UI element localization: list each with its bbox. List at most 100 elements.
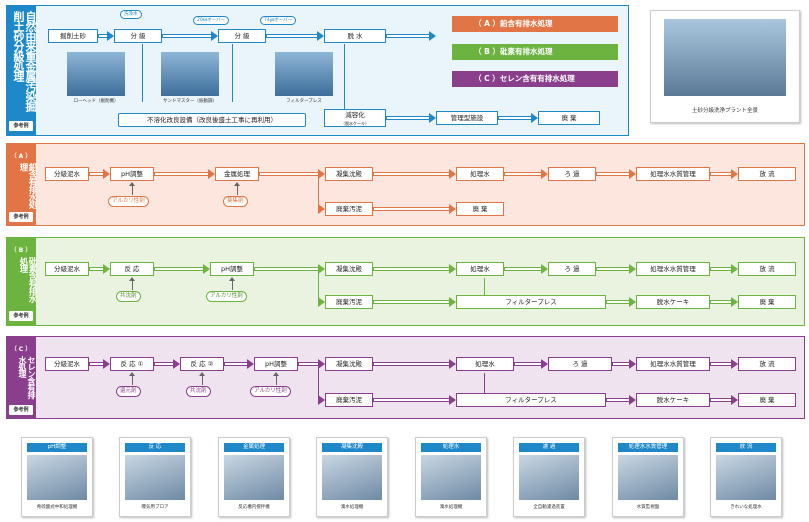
flow-arrow bbox=[710, 395, 738, 405]
flow-arrow bbox=[266, 31, 324, 41]
lead-sidebar: （ A ） 鉛含有排水処理 参考例 bbox=[6, 143, 37, 226]
dose-arrow bbox=[229, 277, 235, 290]
flow-arrow bbox=[504, 264, 548, 274]
b-filterpress-box: フィルタープレス bbox=[456, 295, 606, 309]
a-quality-box: 処理水水質管理 bbox=[636, 167, 710, 181]
c-quality-box: 処理水水質管理 bbox=[636, 357, 710, 371]
filterpress-photo bbox=[275, 52, 333, 96]
tag-a: （ A ）鉛含有排水処理 bbox=[452, 16, 618, 32]
a-sludge-box: 廃棄汚泥 bbox=[325, 202, 373, 216]
c-treated-box: 処理水 bbox=[456, 357, 514, 371]
a-ph-box: pH調整 bbox=[110, 167, 154, 181]
flow-arrow bbox=[710, 359, 738, 369]
equipment-photo bbox=[322, 455, 382, 500]
c-disposal-box: 廃 棄 bbox=[738, 393, 796, 407]
over74-bubble: 74㎛オーバー bbox=[260, 16, 297, 25]
reduce-sub: （脱水ケーキ） bbox=[341, 121, 369, 126]
lead-section bbox=[6, 143, 805, 226]
flow-arrow bbox=[373, 395, 456, 405]
b-disposal-box: 廃 棄 bbox=[738, 295, 796, 309]
loader-photo bbox=[67, 52, 125, 96]
dose-arrow bbox=[234, 182, 240, 195]
reuse-box: 不溶化改良設備（改良後盛土工事に再利用） bbox=[118, 113, 306, 127]
a-mud-box: 分級泥水 bbox=[45, 167, 89, 181]
equipment-photo bbox=[716, 455, 776, 500]
reference-badge: 参考例 bbox=[9, 212, 33, 222]
a-filter-box: ろ 過 bbox=[548, 167, 596, 181]
c-reaction1-box: 反 応 ① bbox=[110, 357, 154, 371]
flow-arrow bbox=[154, 264, 210, 274]
a-alkali-chem: アルカリ性剤 bbox=[108, 196, 149, 207]
branch-line bbox=[318, 364, 319, 400]
equipment-card: 濾 過全自動濾過装置 bbox=[513, 437, 585, 517]
c-discharge-box: 放 流 bbox=[738, 357, 796, 371]
card-caption: 濁水処理機 bbox=[439, 505, 463, 510]
flow-arrow bbox=[710, 264, 738, 274]
equipment-card: 金属処理反応槽内撹拌機 bbox=[218, 437, 290, 517]
a-disposal-box: 廃 棄 bbox=[456, 202, 504, 216]
card-title: 放 流 bbox=[716, 443, 776, 452]
card-caption: 水質監視盤 bbox=[636, 505, 660, 510]
card-title: pH調整 bbox=[27, 443, 87, 452]
selenium-title: セレン含有排水処理 bbox=[18, 356, 36, 398]
equipment-card: 反 応曝気用ブロア bbox=[119, 437, 191, 517]
dose-arrow bbox=[273, 372, 279, 385]
loader-caption: ローヘッド（掘削機） bbox=[73, 99, 119, 104]
dose-arrow bbox=[129, 182, 135, 195]
c-sludge-box: 廃棄汚泥 bbox=[325, 393, 373, 407]
flow-arrow bbox=[259, 169, 325, 179]
arsenic-head: （ B ） bbox=[10, 247, 32, 254]
card-caption: 濁水処理機 bbox=[340, 505, 364, 510]
a-collector-chem: 薬集剤 bbox=[223, 196, 248, 207]
dewater-box: 脱 水 bbox=[324, 29, 386, 43]
card-title: 金属処理 bbox=[224, 443, 284, 452]
b-quality-box: 処理水水質管理 bbox=[636, 262, 710, 276]
dose-arrow bbox=[129, 277, 135, 290]
c-coag-box: 凝集沈殿 bbox=[325, 357, 373, 371]
card-caption: 反応槽内撹拌機 bbox=[238, 505, 270, 510]
b-discharge-box: 放 流 bbox=[738, 262, 796, 276]
equipment-card: 処理水濁水処理機 bbox=[415, 437, 487, 517]
branch-line bbox=[318, 269, 319, 302]
reference-badge: 参考例 bbox=[9, 405, 33, 415]
wash-water-bubble: 洗浄水 bbox=[120, 10, 142, 19]
flow-arrow bbox=[596, 169, 636, 179]
flow-arrow bbox=[298, 359, 325, 369]
flow-arrow bbox=[254, 264, 325, 274]
flow-arrow bbox=[386, 113, 436, 123]
flow-arrow bbox=[154, 359, 180, 369]
tag-c: （ C ）セレン含有有排水処理 bbox=[452, 71, 618, 87]
card-caption: 曝気用ブロア bbox=[141, 505, 169, 510]
selenium-sidebar: （ C ） セレン含有排水処理 参考例 bbox=[6, 336, 36, 419]
card-caption: きれいな処理水 bbox=[730, 505, 762, 510]
c-coprecip-chem: 共沈剤 bbox=[186, 386, 211, 397]
plant-photo-card: 土砂分級洗浄プラント全景 bbox=[650, 10, 800, 123]
b-coag-box: 凝集沈殿 bbox=[325, 262, 373, 276]
flow-arrow bbox=[386, 31, 436, 41]
flow-arrow bbox=[612, 359, 636, 369]
equipment-photo bbox=[224, 455, 284, 500]
flow-arrow bbox=[596, 264, 636, 274]
card-caption: 希硫酸式中和処理機 bbox=[36, 505, 78, 510]
equipment-card: pH調整希硫酸式中和処理機 bbox=[21, 437, 93, 517]
filterpress-caption: フィルタープレス bbox=[286, 99, 322, 104]
c-filter-box: ろ 過 bbox=[548, 357, 612, 371]
equipment-photo bbox=[519, 455, 579, 500]
flow-arrow bbox=[154, 169, 215, 179]
b-sludge-box: 廃棄汚泥 bbox=[325, 295, 373, 309]
card-title: 凝集沈殿 bbox=[322, 443, 382, 452]
tag-b: （ B ）砒素有排水処理 bbox=[452, 44, 618, 60]
flow-arrow bbox=[606, 297, 636, 307]
flow-arrow bbox=[162, 31, 218, 41]
card-title: 処理水水質管理 bbox=[618, 443, 678, 452]
card-title: 濾 過 bbox=[519, 443, 579, 452]
flow-arrow bbox=[373, 204, 456, 214]
c-reducer-chem: 還元剤 bbox=[116, 386, 141, 397]
equipment-card: 放 流きれいな処理水 bbox=[710, 437, 782, 517]
plant-caption: 土砂分級洗浄プラント全景 bbox=[691, 108, 758, 114]
down-line bbox=[232, 44, 233, 102]
a-treated-box: 処理水 bbox=[456, 167, 504, 181]
card-title: 処理水 bbox=[421, 443, 481, 452]
a-metal-box: 金属処理 bbox=[215, 167, 259, 181]
return-line bbox=[484, 373, 485, 393]
